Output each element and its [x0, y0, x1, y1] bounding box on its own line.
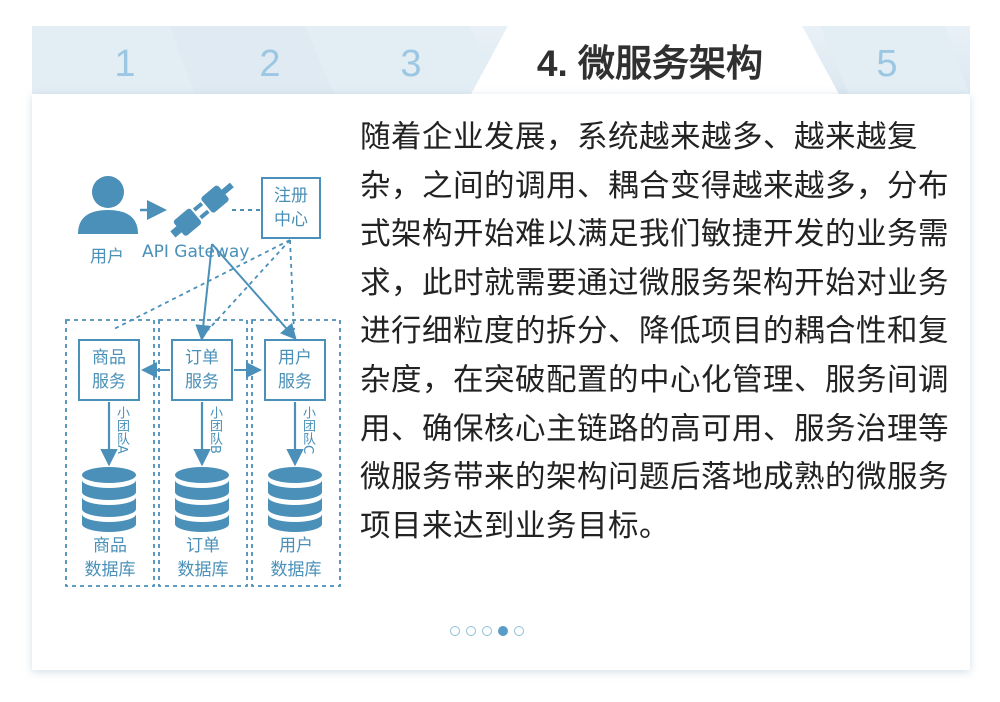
service-box-a — [78, 339, 140, 401]
plug-icon — [170, 182, 234, 238]
tab-strip — [32, 22, 970, 96]
service-label-a: 商品 服务 — [92, 348, 126, 392]
tab-5[interactable]: 5 — [876, 43, 898, 85]
page-dot-2[interactable] — [466, 626, 476, 636]
microservice-diagram — [65, 176, 341, 587]
db-label-c: 用户 数据库 — [270, 536, 322, 580]
team-label-b: 小团队B — [207, 406, 222, 454]
group-c — [251, 319, 341, 587]
tab-1[interactable]: 1 — [114, 43, 136, 85]
arrow-gateway-order — [195, 243, 213, 341]
service-label-c: 用户 服务 — [278, 348, 312, 392]
description-text: 随着企业发展，系统越来越多、越来越复杂，之间的调用、耦合变得越来越多，分布式架构… — [360, 120, 949, 544]
database-icon-b — [175, 467, 229, 532]
user-label: 用户 — [90, 247, 124, 267]
database-icon-c — [268, 467, 322, 532]
db-label-b: 订单 数据库 — [177, 536, 229, 580]
service-box-b — [171, 339, 233, 401]
page-dot-3[interactable] — [482, 626, 492, 636]
group-a — [65, 319, 155, 587]
arrow-gateway-user — [211, 243, 297, 341]
tab-2[interactable]: 2 — [259, 43, 281, 85]
registry-box — [261, 177, 321, 239]
database-icon-a — [82, 467, 136, 532]
tab-5-bg — [820, 26, 970, 96]
tab-3-bg — [305, 26, 500, 96]
service-label-b: 订单 服务 — [185, 348, 219, 392]
tab-4-bg — [470, 22, 840, 96]
db-label-a: 商品 数据库 — [84, 536, 136, 580]
gateway-label: API Gateway — [142, 242, 250, 262]
registry-label: 注册 中心 — [274, 186, 308, 230]
tab-3[interactable]: 3 — [400, 43, 422, 85]
service-box-c — [264, 339, 326, 401]
pagination-dots — [450, 626, 524, 636]
team-label-a: 小团队A — [114, 406, 129, 454]
user-icon — [78, 176, 138, 234]
tab-4[interactable]: 4. 微服务架构 — [536, 43, 764, 84]
page-dot-5[interactable] — [514, 626, 524, 636]
content-card: 用户 API Gateway 注册 中心 商品 服务 订单 服务 用户 服务 小… — [32, 94, 970, 670]
page-dot-1[interactable] — [450, 626, 460, 636]
team-label-c: 小团队C — [300, 406, 315, 455]
tab-1-bg — [32, 26, 220, 96]
page-dot-4[interactable] — [498, 626, 508, 636]
group-b — [158, 319, 248, 587]
